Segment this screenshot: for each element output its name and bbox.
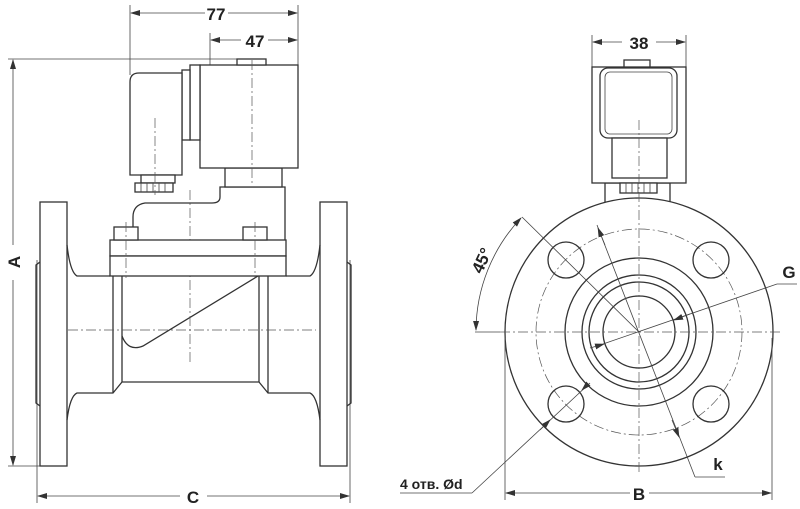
holes-label: 4 отв. Ød [400, 476, 463, 492]
coil-housing [199, 64, 299, 169]
dim-47-label: 47 [246, 32, 265, 51]
dim-a-label: A [5, 256, 24, 268]
dimension-47: 47 [210, 32, 298, 51]
coil-nut [236, 58, 267, 66]
bolt-hole [547, 241, 585, 279]
connector-plug [129, 72, 183, 176]
dimension-38: 38 [592, 34, 686, 53]
front-view: 38 45° k [400, 34, 797, 504]
bolt-hole [692, 241, 730, 279]
dimension-b: B [505, 485, 772, 504]
dim-38-label: 38 [630, 34, 649, 53]
bolt-hole [692, 385, 730, 423]
angle-label: 45° [468, 245, 496, 277]
dim-b-label: B [633, 485, 645, 504]
bore-label: G [782, 263, 795, 282]
bolt-circle-label: k [713, 455, 723, 474]
side-view: 77 47 A C [5, 5, 352, 507]
knurled-nut-front [619, 182, 658, 194]
right-flange [319, 201, 348, 467]
left-flange [39, 201, 68, 467]
dim-c-label: C [187, 488, 199, 507]
dimension-77: 77 [130, 5, 298, 24]
dim-77-label: 77 [207, 5, 226, 24]
knurled-nut [134, 182, 174, 193]
connector-front [599, 67, 678, 139]
dimension-a: A [5, 59, 24, 466]
bolt-hole [547, 385, 585, 423]
coil-stem [224, 167, 283, 188]
cover-plate [109, 239, 287, 257]
dimension-c: C [37, 488, 350, 507]
